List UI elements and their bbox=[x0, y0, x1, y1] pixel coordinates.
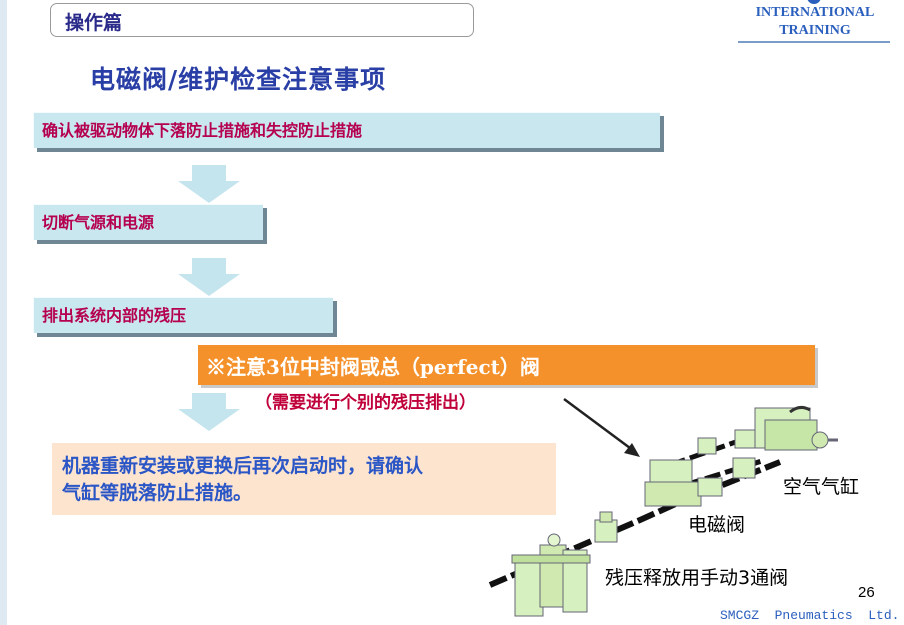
left-decor-strip bbox=[0, 0, 7, 625]
air-cylinder-label: 空气气缸 bbox=[783, 476, 860, 498]
down-arrow-icon bbox=[178, 165, 240, 203]
step-3: 排出系统内部的残压 bbox=[33, 297, 333, 333]
air-cylinder bbox=[754, 405, 838, 451]
down-arrow-icon bbox=[178, 258, 240, 296]
note-box: ※注意3位中封阀或总（perfect）阀 bbox=[198, 345, 815, 385]
solenoid-valve bbox=[644, 437, 723, 507]
restart-caution-line2: 气缸等脱落防止措施。 bbox=[62, 482, 253, 504]
solenoid-valve-label: 电磁阀 bbox=[688, 514, 746, 536]
manual-3way-valve bbox=[594, 511, 618, 543]
step-2: 切断气源和电源 bbox=[33, 204, 263, 240]
page-number: 26 bbox=[858, 584, 875, 601]
logo: INTERNATIONAL TRAINING bbox=[740, 4, 890, 40]
restart-caution-box: 机器重新安装或更换后再次启动时，请确认 气缸等脱落防止措施。 bbox=[52, 443, 556, 515]
restart-caution-line1: 机器重新安装或更换后再次启动时，请确认 bbox=[62, 455, 424, 477]
page-title: 电磁阀/维护检查注意事项 bbox=[90, 65, 387, 94]
logo-line1: INTERNATIONAL bbox=[755, 5, 875, 20]
down-arrow-icon bbox=[178, 393, 240, 431]
note-subtext: （需要进行个别的残压排出） bbox=[255, 393, 476, 413]
pneumatic-system-illustration bbox=[488, 405, 838, 617]
frl-unit bbox=[511, 533, 591, 617]
section-tab: 操作篇 bbox=[50, 3, 474, 37]
footer-company: SMCGZ Pneumatics Ltd. bbox=[720, 608, 900, 623]
pointer-arrow-icon bbox=[563, 397, 640, 457]
step-1: 确认被驱动物体下落防止措施和失控防止措施 bbox=[33, 112, 660, 148]
logo-mark bbox=[807, 0, 821, 4]
section-title: 操作篇 bbox=[65, 12, 123, 34]
note-text: ※注意3位中封阀或总（perfect）阀 bbox=[206, 355, 540, 379]
logo-line2: TRAINING bbox=[779, 23, 851, 38]
manual-valve-label: 残压释放用手动3通阀 bbox=[605, 567, 789, 589]
logo-divider bbox=[738, 41, 890, 43]
